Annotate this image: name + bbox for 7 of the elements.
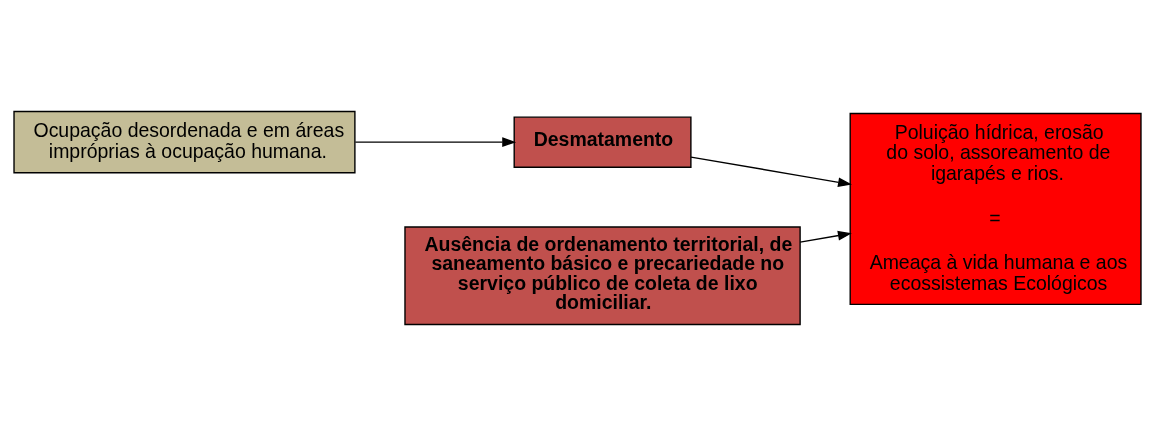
arrow bbox=[354, 137, 517, 148]
node-box: Poluição hídrica, erosão do solo, assoreamento de igarapés e rios. = Ameaça à vida humana e aos ecossistemas Ecológicos bbox=[849, 112, 1142, 306]
arrow bbox=[690, 156, 852, 188]
node-box: Desmatamento bbox=[513, 116, 692, 168]
arrow bbox=[799, 230, 852, 243]
node-box: Ausência de ordenamento territorial, de saneamento básico e precariedade no serviço público de coleta de lixo domiciliar. bbox=[404, 226, 801, 326]
node-box: Ocupação desordenada e em áreas impróprias à ocupação humana. bbox=[13, 110, 356, 174]
